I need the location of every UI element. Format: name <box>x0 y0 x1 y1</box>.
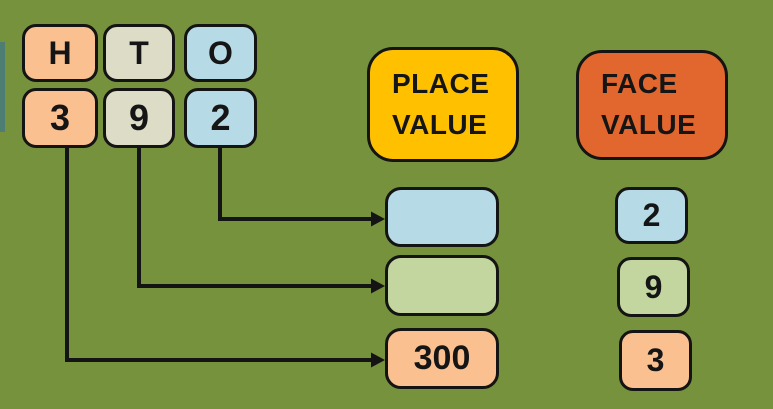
arrow-tens-to-place-value <box>137 147 385 294</box>
arrow-hundreds-to-place-value <box>65 147 385 368</box>
arrowhead-icon <box>371 278 385 294</box>
place-value-tens-answer-box <box>385 255 499 316</box>
digit-hundreds-box: 3 <box>22 88 98 148</box>
face-value-header-line2: VALUE <box>601 109 697 140</box>
digit-hundreds: 3 <box>49 97 71 138</box>
place-letter-tens: T <box>129 34 149 71</box>
place-letter-hundreds-box: H <box>22 24 98 82</box>
digit-tens-box: 9 <box>103 88 175 148</box>
place-letter-ones: O <box>208 34 233 71</box>
face-value-header-line1: FACE <box>601 68 678 100</box>
place-value-header: PLACE VALUE <box>367 47 519 162</box>
face-value-hundreds-box: 3 <box>619 330 692 391</box>
face-value-ones: 2 <box>642 197 661 233</box>
digit-tens: 9 <box>128 97 150 138</box>
digit-ones-box: 2 <box>184 88 257 148</box>
arrowhead-icon <box>371 352 385 368</box>
place-value-header-line1: PLACE <box>392 67 490 99</box>
left-accent-strip <box>0 42 5 132</box>
place-value-hundreds-answer-box: 300 <box>385 328 499 389</box>
place-letter-ones-box: O <box>184 24 257 82</box>
arrowhead-icon <box>371 211 385 227</box>
place-value-header-line2: VALUE <box>392 108 488 140</box>
face-value-header: FACE VALUE <box>576 50 728 160</box>
place-value-hundreds-answer: 300 <box>413 339 471 377</box>
digit-ones: 2 <box>210 97 231 138</box>
place-letter-hundreds: H <box>48 34 72 71</box>
place-value-ones-answer-box <box>385 187 499 247</box>
face-value-ones-box: 2 <box>615 187 688 244</box>
face-value-hundreds: 3 <box>646 342 665 378</box>
face-value-tens: 9 <box>644 268 663 305</box>
face-value-tens-box: 9 <box>617 257 690 317</box>
place-letter-tens-box: T <box>103 24 175 82</box>
arrow-ones-to-place-value <box>218 147 385 227</box>
